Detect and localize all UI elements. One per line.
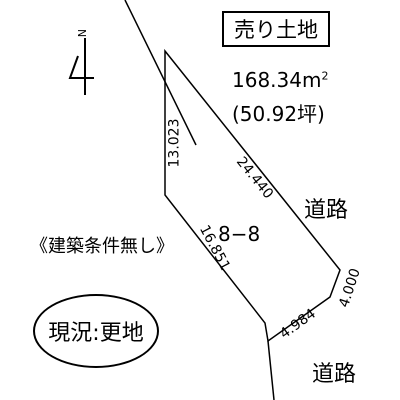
no-building-condition-note: 《建築条件無し》 xyxy=(30,236,174,257)
area-tsubo: (50.92坪) xyxy=(232,102,325,126)
north-arrow-icon xyxy=(68,38,94,95)
area-unit-exponent: 2 xyxy=(321,69,329,83)
north-label: N xyxy=(75,29,88,37)
current-status-oval: 現況:更地 xyxy=(33,294,159,368)
lot-number: 8−8 xyxy=(218,222,261,246)
road-label-south: 道路 xyxy=(312,362,357,387)
dimension-west: 13.023 xyxy=(166,118,183,168)
area-value: 168.34 xyxy=(232,68,302,92)
current-status-text: 現況:更地 xyxy=(48,321,144,346)
road-edge-line xyxy=(267,340,275,400)
boundary-line xyxy=(124,0,197,146)
area-sqm: 168.34m2 xyxy=(232,68,328,92)
for-sale-land-label: 売り土地 xyxy=(222,11,330,47)
road-label-east: 道路 xyxy=(304,198,349,223)
area-unit: m xyxy=(301,68,322,92)
